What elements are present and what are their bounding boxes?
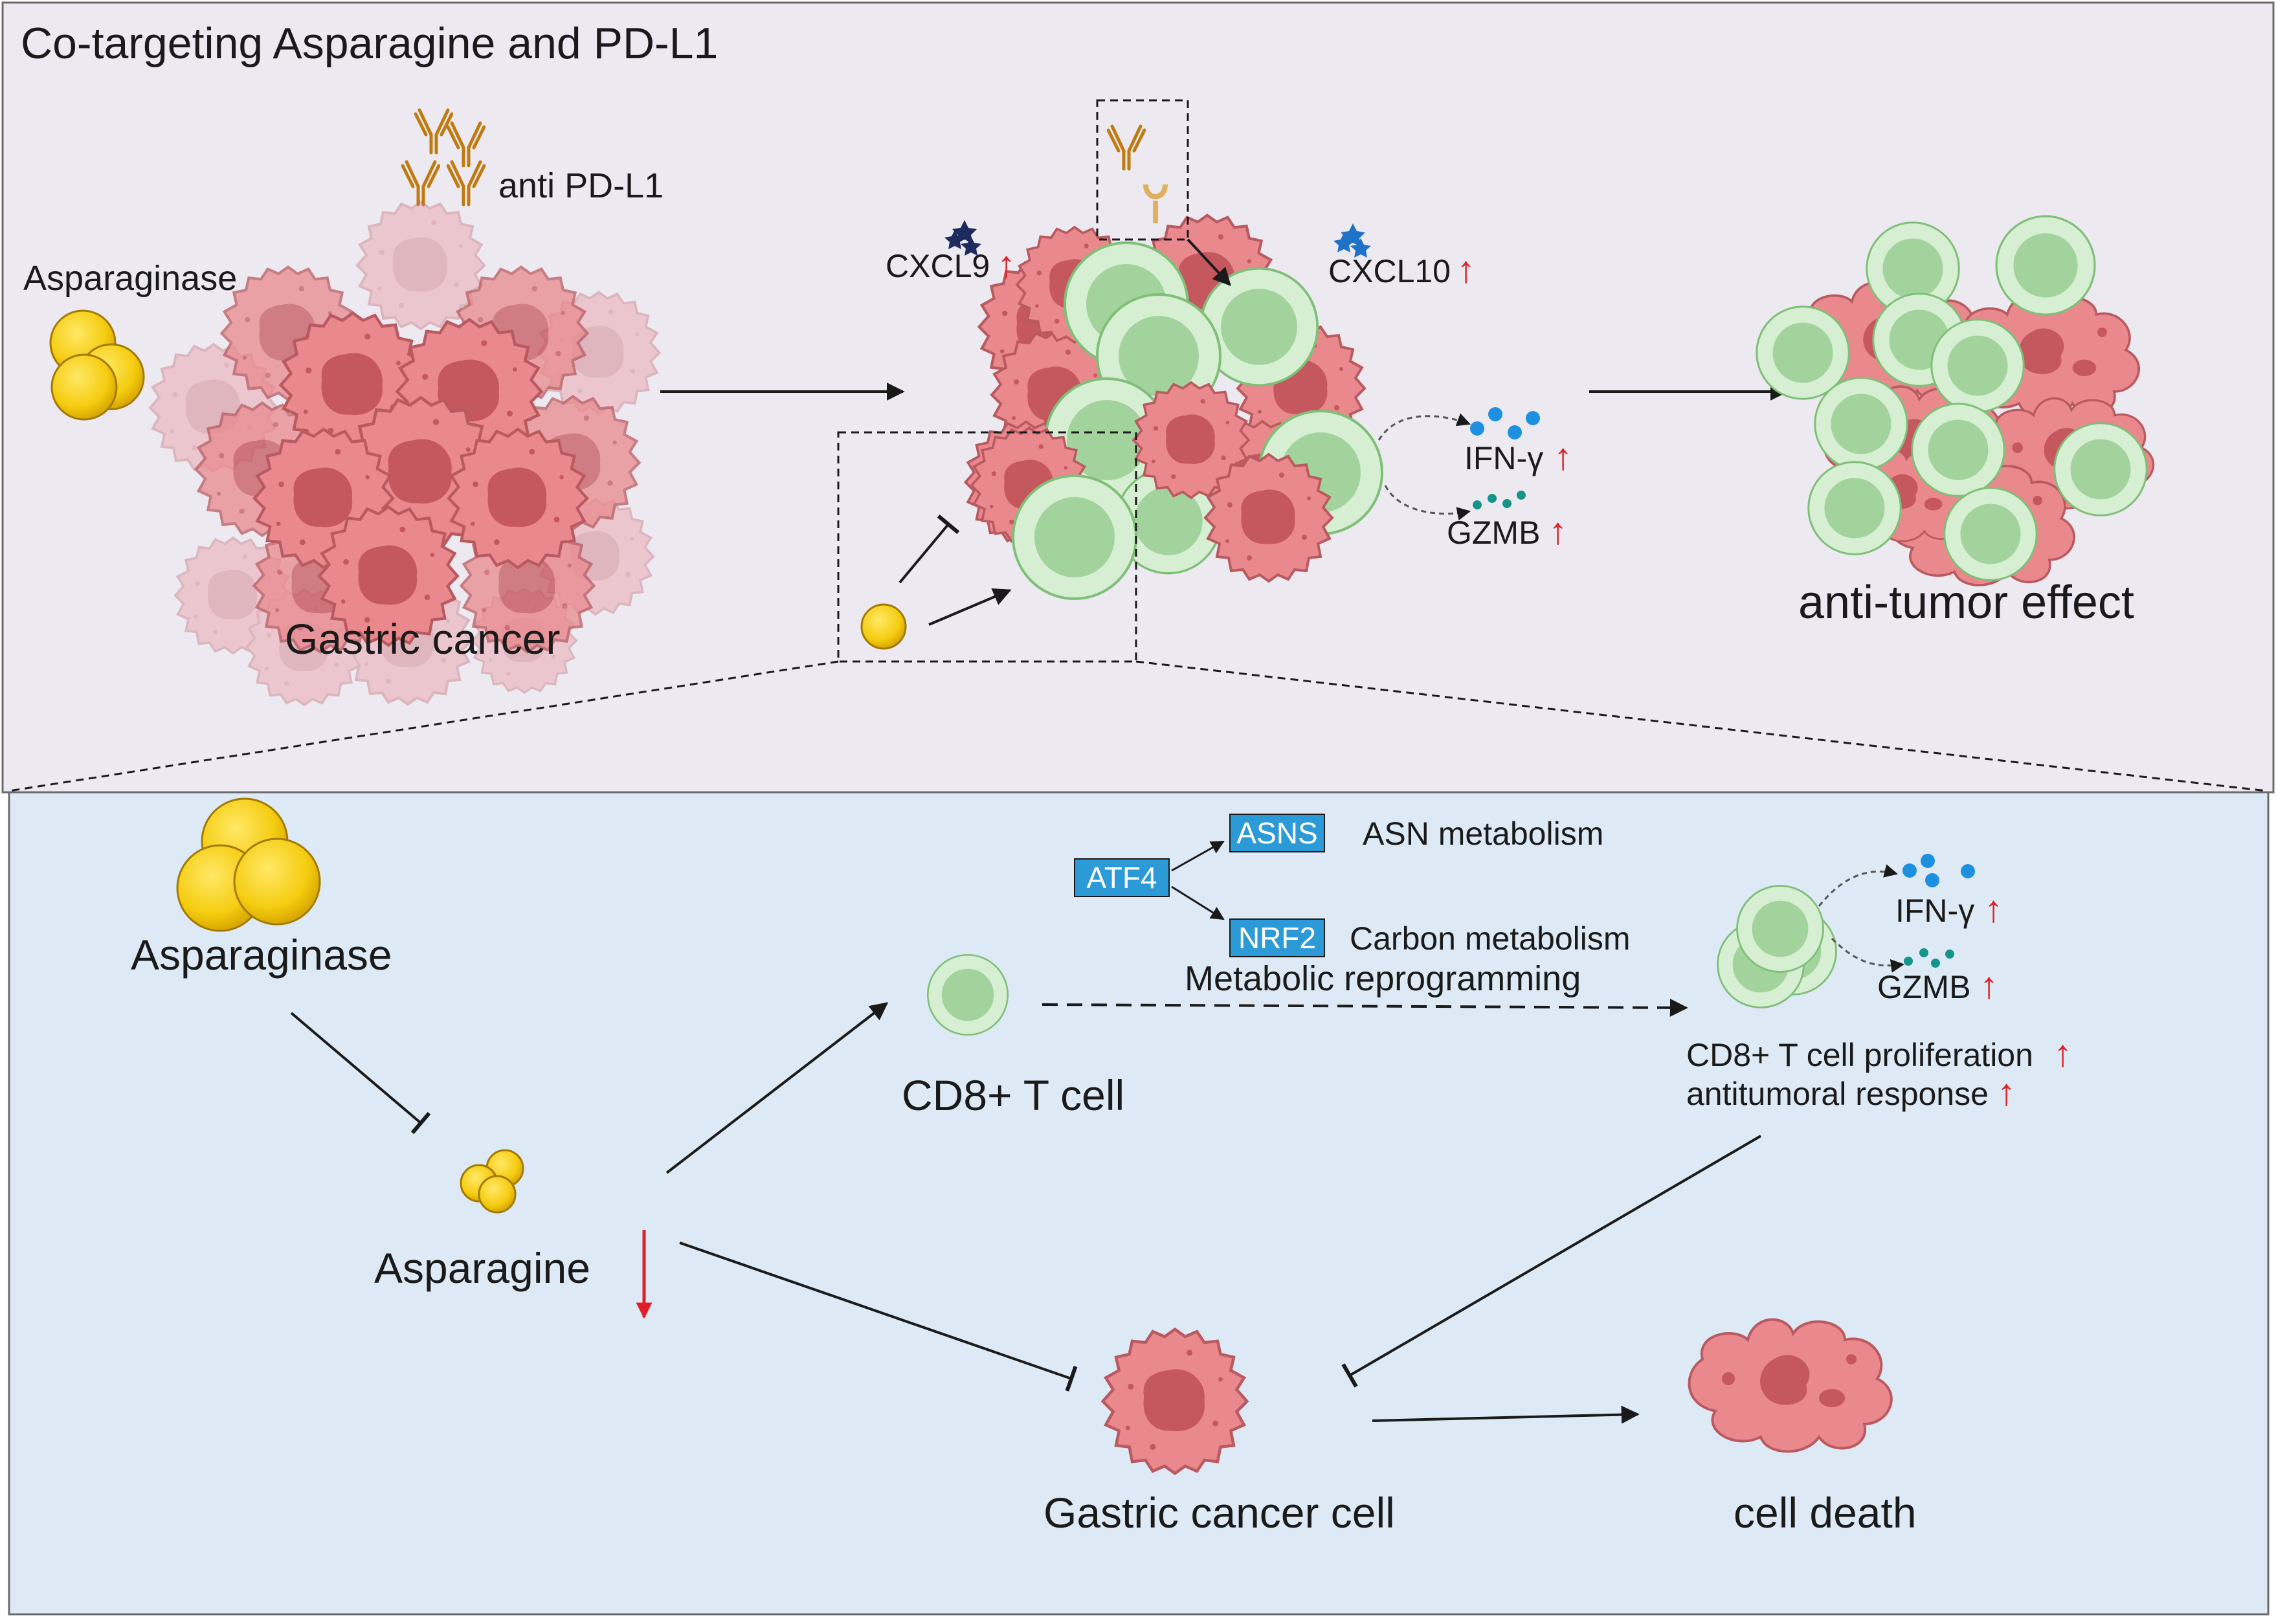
asparagine-icon (460, 1149, 524, 1214)
ifn-gamma-dots-icon (1470, 407, 1540, 439)
bottom-gzmb-dots-icon (1904, 948, 1954, 968)
inset-inhibit-arrow (898, 514, 960, 584)
ifn-secretion-arrow (1378, 413, 1471, 441)
bottom-ifn-gamma-label: IFN-γ (1895, 893, 1974, 929)
gzmb-label: GZMB (1447, 515, 1540, 551)
asns-box (1229, 814, 1325, 852)
pdl1-receptor-icon (1143, 184, 1168, 199)
cd8-t-cell-label: CD8+ T cell (902, 1071, 1124, 1119)
inset-asparaginase-icon (860, 603, 907, 650)
asparaginase-inhibits-asparagine (290, 1012, 431, 1135)
metabolic-reprogramming-label: Metabolic reprogramming (1185, 959, 1581, 998)
asparagine-inhibits-cancer-arrow (679, 1241, 1078, 1392)
proliferation-increase-arrow: ↑ (2053, 1032, 2072, 1074)
gastric-cancer-label: Gastric cancer (285, 615, 560, 663)
tcell-inhibits-cancer-arrow (1341, 1135, 1762, 1388)
cell-death-icon (1690, 1320, 1891, 1452)
bottom-ifn-dots-icon (1902, 854, 1975, 887)
nrf2-label: NRF2 (1238, 921, 1316, 955)
cancer-to-death-arrow (1372, 1405, 1640, 1424)
cell-death-label: cell death (1734, 1489, 1917, 1537)
atf4-box (1074, 858, 1170, 897)
cxcl10-label: CXCL10 (1328, 253, 1451, 289)
bottom-ifn-gamma-increase-arrow: ↑ (1984, 888, 2003, 930)
asparagine-to-cd8-arrow (665, 1002, 889, 1174)
bottom-gzmb-increase-arrow: ↑ (1980, 964, 1998, 1007)
asparaginase-icon (49, 309, 145, 421)
atf4-label: ATF4 (1086, 861, 1157, 895)
cd8-proliferation-label: CD8+ T cell proliferation (1686, 1037, 2033, 1073)
ifn-gamma-increase-arrow: ↑ (1554, 436, 1572, 478)
bottom-gzmb-label: GZMB (1877, 969, 1970, 1005)
cxcl9-label: CXCL9 (886, 248, 990, 284)
asparagine-label: Asparagine (374, 1244, 590, 1292)
asn-metabolism-label: ASN metabolism (1363, 816, 1603, 852)
gzmb-dots-icon (1473, 491, 1526, 509)
bottom-gzmb-secretion-arrow (1831, 937, 1905, 973)
mechanism-inset-box (837, 431, 1137, 663)
cxcl9-chemokine-icon (944, 220, 981, 256)
asns-label: ASNS (1236, 816, 1317, 850)
cxcl10-increase-arrow: ↑ (1456, 249, 1475, 291)
asparaginase-large-icon (176, 797, 321, 932)
bottom-ifn-secretion-arrow (1818, 864, 1899, 907)
cxcl9-increase-arrow: ↑ (997, 243, 1016, 285)
asparaginase-label: Asparaginase (23, 259, 237, 298)
inset-activate-arrow (928, 588, 1012, 626)
arrow-antibody-to-cell (1187, 238, 1231, 287)
antitumoral-increase-arrow: ↑ (1997, 1071, 2016, 1113)
antibody-binding-inset (1096, 99, 1189, 241)
antitumoral-response-label: antitumoral response (1686, 1076, 1989, 1112)
asparaginase-main-label: Asparaginase (131, 931, 392, 979)
zoom-line-right (1135, 660, 2268, 792)
bottom-panel-background (8, 791, 2270, 1616)
anti-tumor-effect-label: anti-tumor effect (1798, 577, 2134, 628)
cxcl10-chemokine-icon (1333, 223, 1371, 258)
carbon-metabolism-label: Carbon metabolism (1350, 920, 1631, 957)
figure-title: Co-targeting Asparagine and PD-L1 (21, 19, 718, 68)
gzmb-increase-arrow: ↑ (1548, 510, 1567, 552)
gastric-cancer-cell-label: Gastric cancer cell (1043, 1489, 1395, 1537)
atf4-to-asns-arrow (1171, 840, 1225, 872)
anti-pdl1-label: anti PD-L1 (498, 166, 664, 205)
atf4-to-nrf2-arrow (1171, 885, 1225, 920)
nrf2-box (1229, 918, 1325, 957)
zoom-line-left (8, 660, 839, 792)
gzmb-secretion-arrow (1384, 485, 1471, 520)
metabolic-reprogramming-arrow (1042, 998, 1688, 1017)
ifn-gamma-label: IFN-γ (1464, 440, 1543, 476)
cd8-t-cell-icon (926, 953, 1009, 1036)
